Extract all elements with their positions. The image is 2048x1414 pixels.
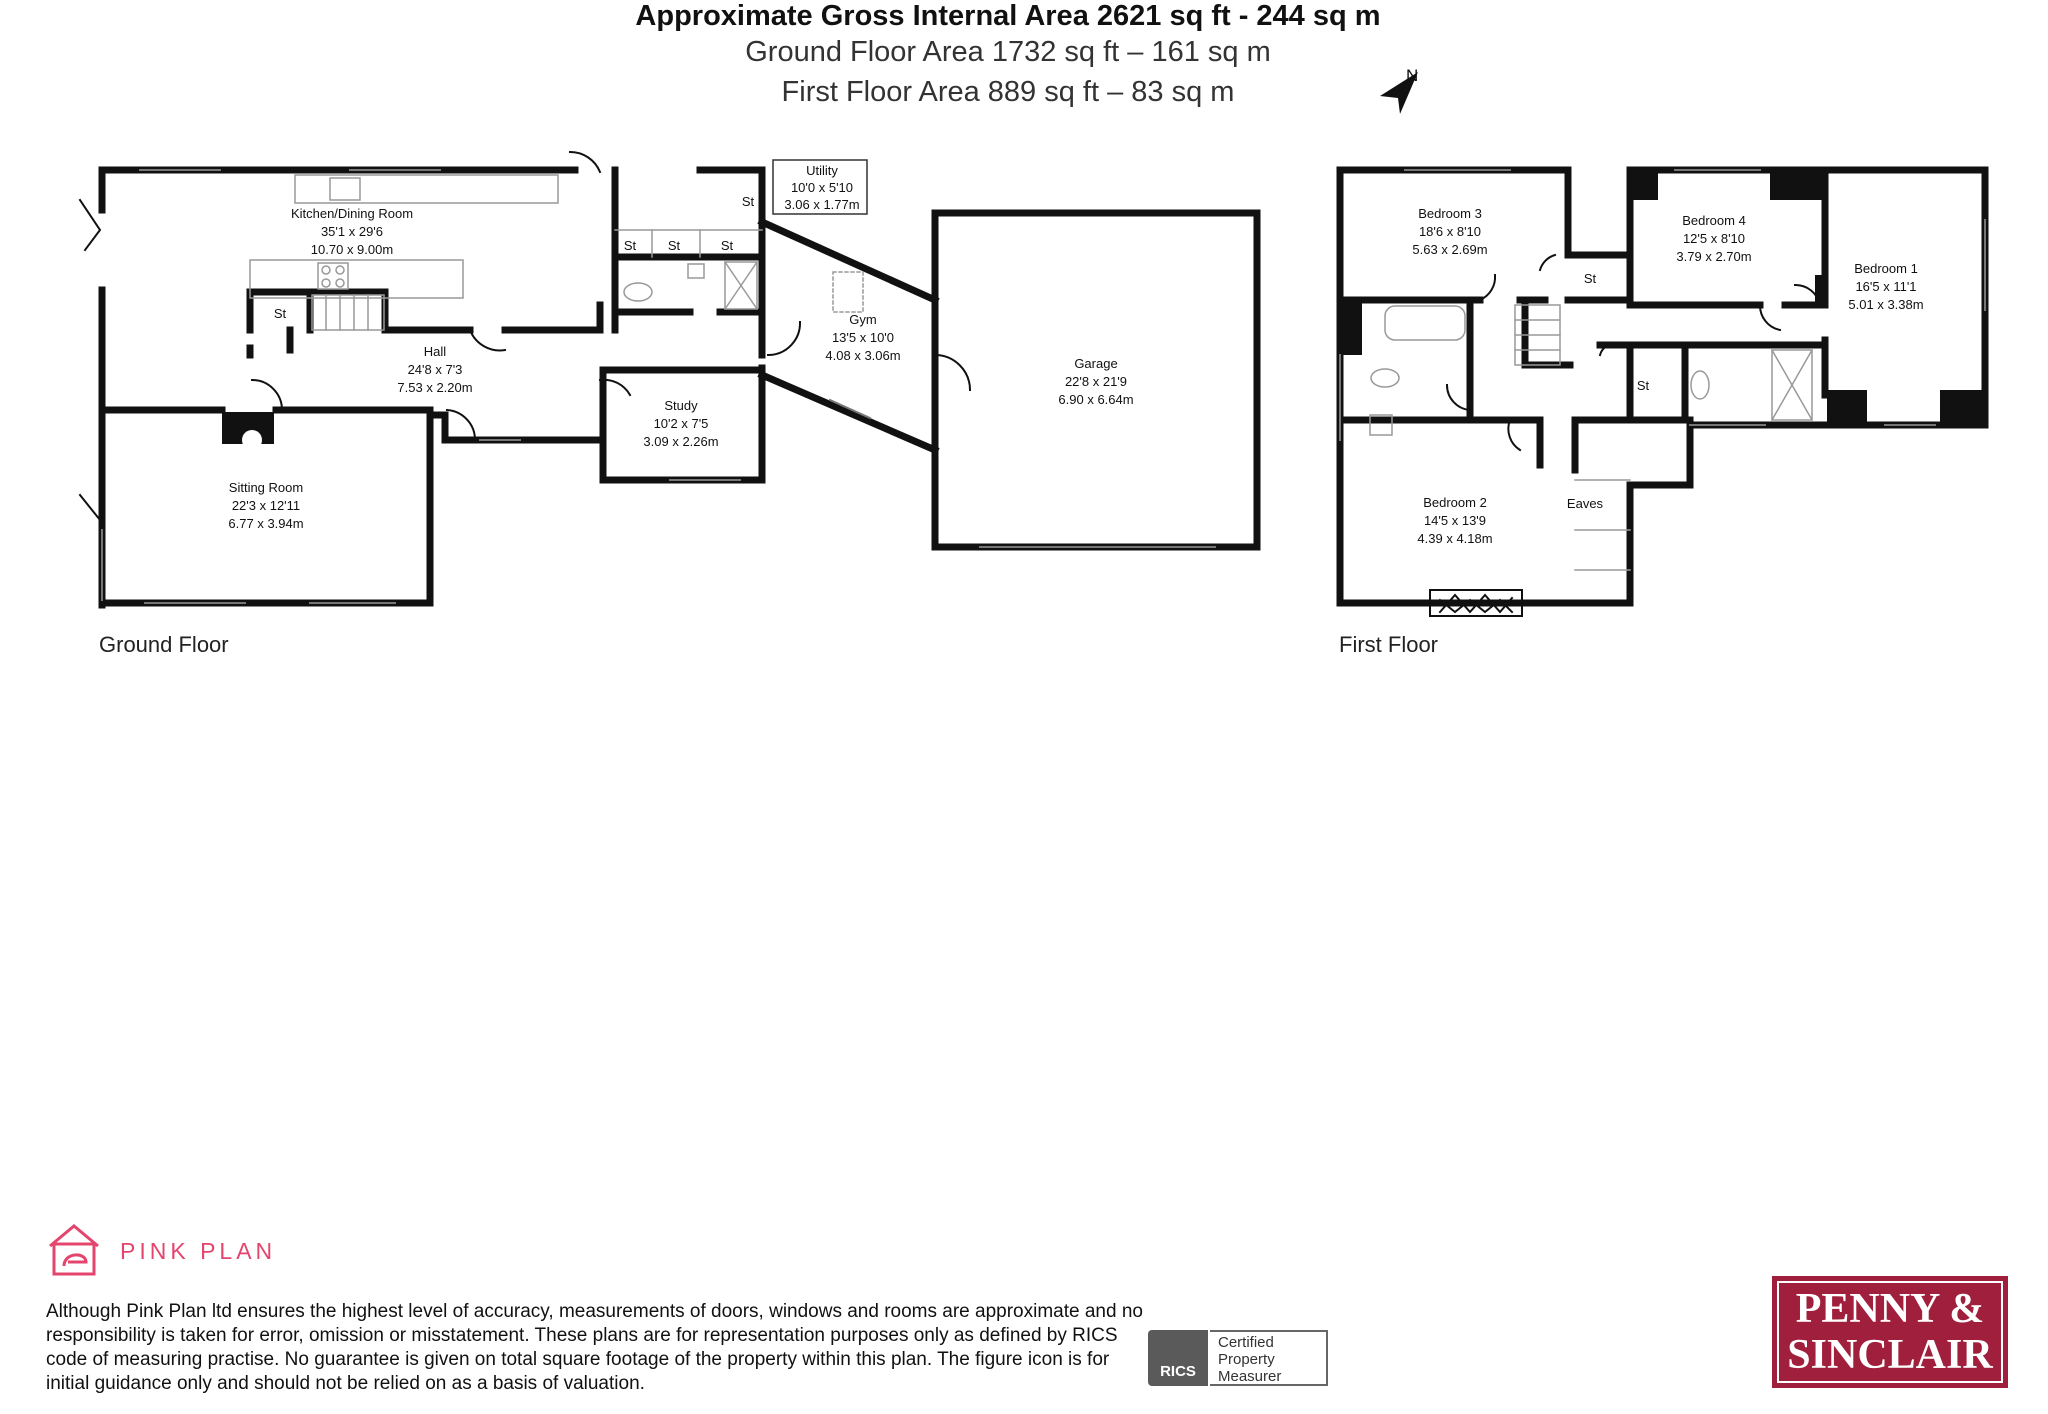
ground-floor-area: Ground Floor Area 1732 sq ft – 161 sq m [745, 36, 1271, 68]
pink-plan-logo-icon [49, 1224, 99, 1276]
store-label: St [742, 194, 755, 209]
kitchen-metric: 10.70 x 9.00m [311, 242, 393, 257]
study-metric: 3.09 x 2.26m [643, 434, 718, 449]
sitting-room-metric: 6.77 x 3.94m [228, 516, 303, 531]
garage-imperial: 22'8 x 21'9 [1065, 374, 1127, 389]
bedroom4-name: Bedroom 4 [1682, 213, 1746, 228]
garage-metric: 6.90 x 6.64m [1058, 392, 1133, 407]
bedroom3-metric: 5.63 x 2.69m [1412, 242, 1487, 257]
kitchen-name: Kitchen/Dining Room [291, 206, 413, 221]
bedroom3-imperial: 18'6 x 8'10 [1419, 224, 1481, 239]
bedroom1-imperial: 16'5 x 11'1 [1855, 279, 1916, 294]
store-label: St [1584, 271, 1597, 286]
rics-logo-icon: RICS [1148, 1330, 1208, 1386]
hall-imperial: 24'8 x 7'3 [408, 362, 463, 377]
hall-metric: 7.53 x 2.20m [397, 380, 472, 395]
bedroom1-name: Bedroom 1 [1854, 261, 1918, 276]
pink-plan-brand: PINK PLAN [120, 1238, 277, 1264]
gym-name: Gym [849, 312, 876, 327]
eaves-label: Eaves [1567, 496, 1604, 511]
compass-north-label: N [1406, 66, 1419, 85]
study-imperial: 10'2 x 7'5 [654, 416, 709, 431]
store-label: St [668, 238, 681, 253]
bedroom1-metric: 5.01 x 3.38m [1848, 297, 1923, 312]
store-label: St [1637, 378, 1650, 393]
first-floor-label: First Floor [1339, 632, 1438, 657]
bedroom2-name: Bedroom 2 [1423, 495, 1487, 510]
gym-metric: 4.08 x 3.06m [825, 348, 900, 363]
ground-floor-walls [98, 166, 1261, 609]
agent-name-line2: SINCLAIR [1787, 1332, 1993, 1378]
sitting-room-name: Sitting Room [229, 480, 303, 495]
kitchen-imperial: 35'1 x 29'6 [321, 224, 383, 239]
study-name: Study [664, 398, 698, 413]
utility-imperial: 10'0 x 5'10 [791, 180, 853, 195]
compass-arrow-icon [1380, 72, 1418, 114]
bedroom4-imperial: 12'5 x 8'10 [1683, 231, 1745, 246]
hall-name: Hall [424, 344, 447, 359]
bedroom2-metric: 4.39 x 4.18m [1417, 531, 1492, 546]
gym-imperial: 13'5 x 10'0 [832, 330, 894, 345]
rics-certified-measurer: Certified Property Measurer [1210, 1330, 1328, 1386]
bedroom4-metric: 3.79 x 2.70m [1676, 249, 1751, 264]
first-floor-area: First Floor Area 889 sq ft – 83 sq m [781, 76, 1235, 108]
ground-floor-label: Ground Floor [99, 632, 229, 657]
store-label: St [274, 306, 287, 321]
disclaimer-text: Although Pink Plan ltd ensures the highe… [46, 1301, 1143, 1394]
garage-name: Garage [1074, 356, 1117, 371]
bedroom3-name: Bedroom 3 [1418, 206, 1482, 221]
store-label: St [624, 238, 637, 253]
utility-metric: 3.06 x 1.77m [784, 197, 859, 212]
bedroom2-imperial: 14'5 x 13'9 [1424, 513, 1486, 528]
utility-name: Utility [806, 163, 838, 178]
gross-area-title: Approximate Gross Internal Area 2621 sq … [635, 0, 1381, 32]
sitting-room-imperial: 22'3 x 12'11 [232, 498, 300, 513]
store-label: St [721, 238, 734, 253]
penny-sinclair-logo: PENNY & SINCLAIR [1772, 1276, 2008, 1388]
agent-name-line1: PENNY & [1795, 1286, 1985, 1332]
